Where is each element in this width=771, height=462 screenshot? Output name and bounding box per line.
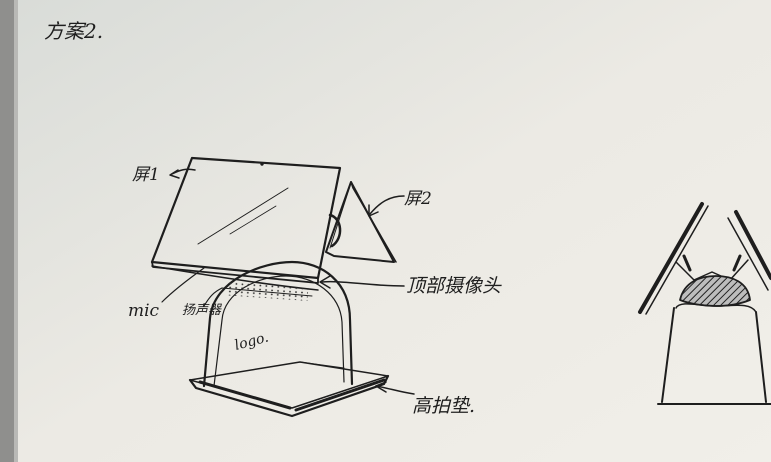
- label-high-pad: 高拍垫.: [412, 395, 475, 417]
- page-title: 方案2.: [44, 19, 103, 43]
- label-speaker: 扬声器: [182, 303, 222, 318]
- screen1-panel: [150, 156, 342, 284]
- arrow-top-camera: [321, 280, 405, 287]
- side-body-left: [661, 307, 675, 403]
- side-screen-right: [734, 210, 771, 280]
- side-body-right: [755, 311, 767, 403]
- paper: [14, 0, 771, 462]
- arch-body: [202, 260, 354, 388]
- label-screen2: 屏2: [404, 189, 432, 209]
- screen2-panel: [325, 181, 397, 263]
- device-sketch-main: [150, 156, 415, 418]
- hinge-bracket: [328, 213, 342, 248]
- label-screen1: 屏1: [132, 165, 160, 185]
- screen1-camera-dot: [260, 162, 264, 166]
- label-top-camera: 顶部摄像头: [406, 275, 502, 297]
- label-mic: mic: [128, 301, 160, 321]
- side-screen-left: [638, 202, 704, 314]
- paper-edge: [14, 0, 18, 462]
- speaker-grille: [225, 281, 309, 301]
- device-sketch-side-view: [638, 202, 771, 405]
- side-hinges: [675, 259, 749, 281]
- arrow-high-pad: [375, 385, 415, 395]
- high-pad-base: [188, 361, 390, 418]
- arrow-screen2: [369, 195, 405, 215]
- arrow-speaker: [203, 287, 223, 307]
- arrow-mic: [161, 267, 205, 303]
